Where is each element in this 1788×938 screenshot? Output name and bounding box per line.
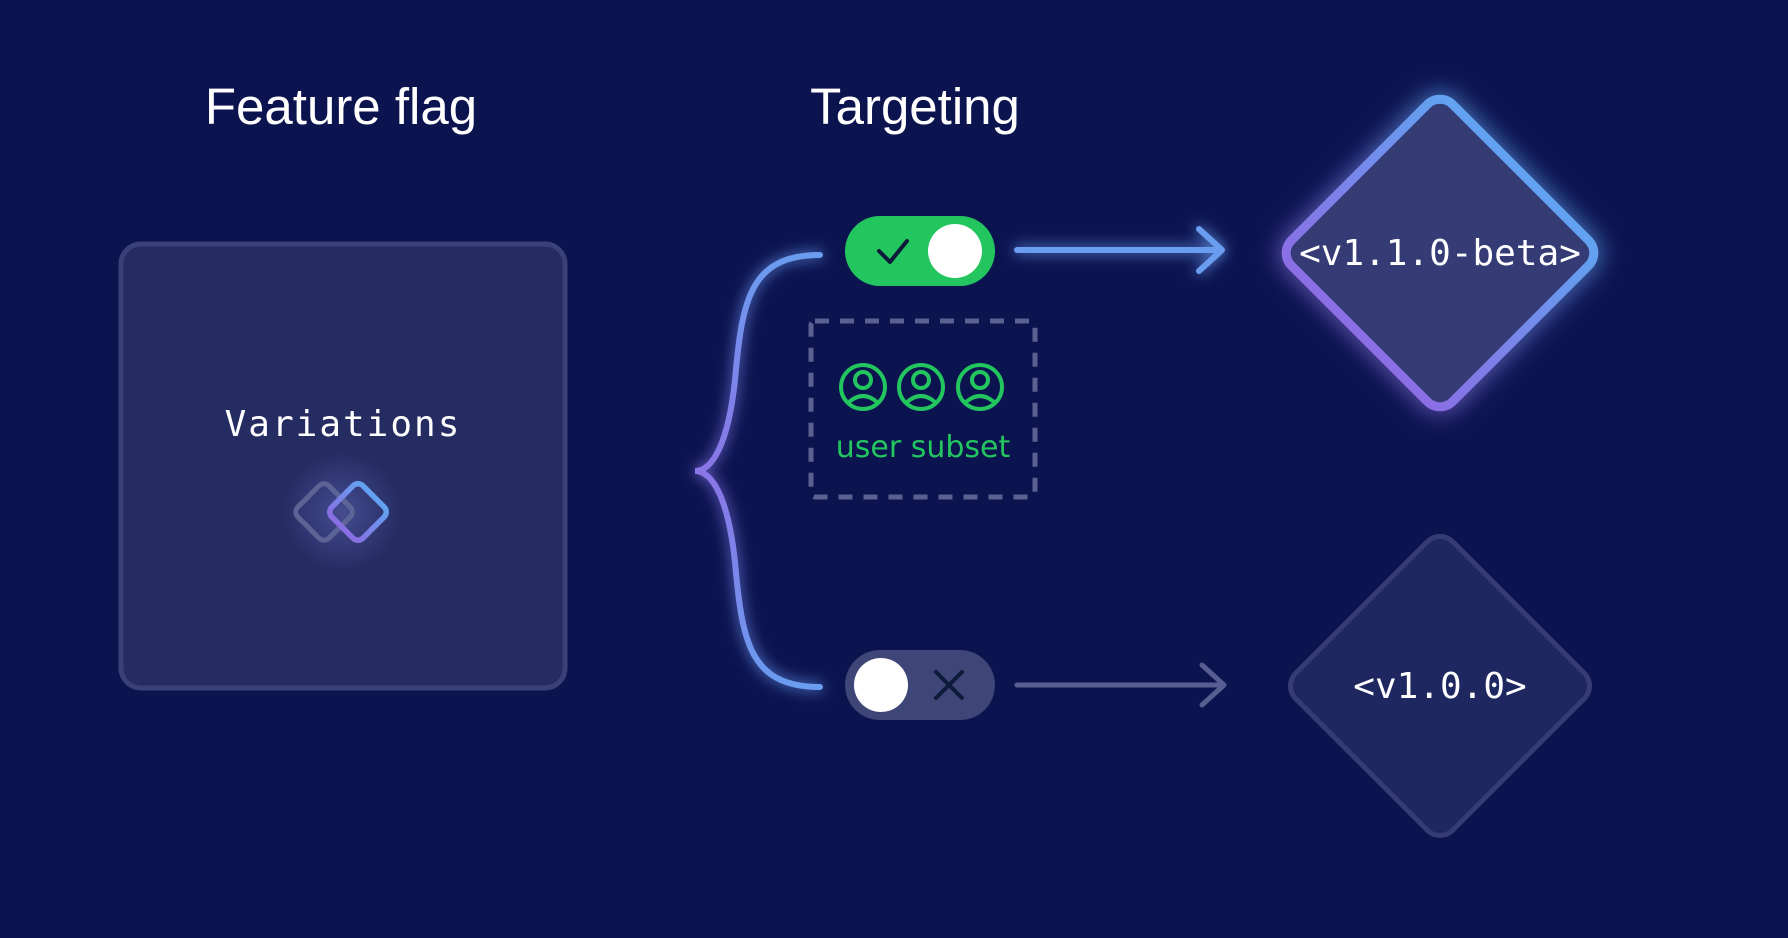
variation-stable: <v1.0.0>: [1287, 533, 1593, 839]
user-circle-icon: [897, 363, 945, 411]
variation-beta-label: <v1.1.0-beta>: [1299, 233, 1581, 274]
variations-icon-glow: [282, 452, 402, 572]
arrow-head-icon: [1196, 226, 1225, 274]
toggle-on[interactable]: [845, 216, 995, 286]
toggle-off[interactable]: [845, 650, 995, 720]
user-subset-group: user subset: [808, 318, 1038, 500]
feature-flag-heading: Feature flag: [205, 78, 477, 135]
toggle-off-knob: [854, 658, 908, 712]
targeting-heading: Targeting: [810, 78, 1020, 135]
variation-stable-label: <v1.0.0>: [1353, 666, 1526, 707]
variation-stable-diamond: [1287, 533, 1593, 839]
feature-flag-card: Variations: [118, 241, 568, 691]
variations-diamonds-icon: [293, 481, 389, 543]
branch-connector: [582, 252, 823, 690]
user-circle-icon: [956, 363, 1004, 411]
toggle-on-knob: [928, 224, 982, 278]
x-icon: [934, 670, 964, 700]
variation-beta-diamond: [1281, 94, 1599, 412]
user-subset-label: user subset: [836, 430, 1011, 465]
check-icon: [877, 239, 909, 264]
user-subset-box: [808, 318, 1038, 500]
variations-label: Variations: [225, 404, 462, 445]
arrow-head-icon: [1199, 662, 1227, 708]
variation-beta: <v1.1.0-beta>: [1281, 94, 1599, 412]
arrow-to-beta: [1014, 226, 1225, 274]
branch-curves: [694, 252, 823, 690]
user-circle-icon: [839, 363, 887, 411]
arrow-to-stable: [1014, 662, 1227, 708]
